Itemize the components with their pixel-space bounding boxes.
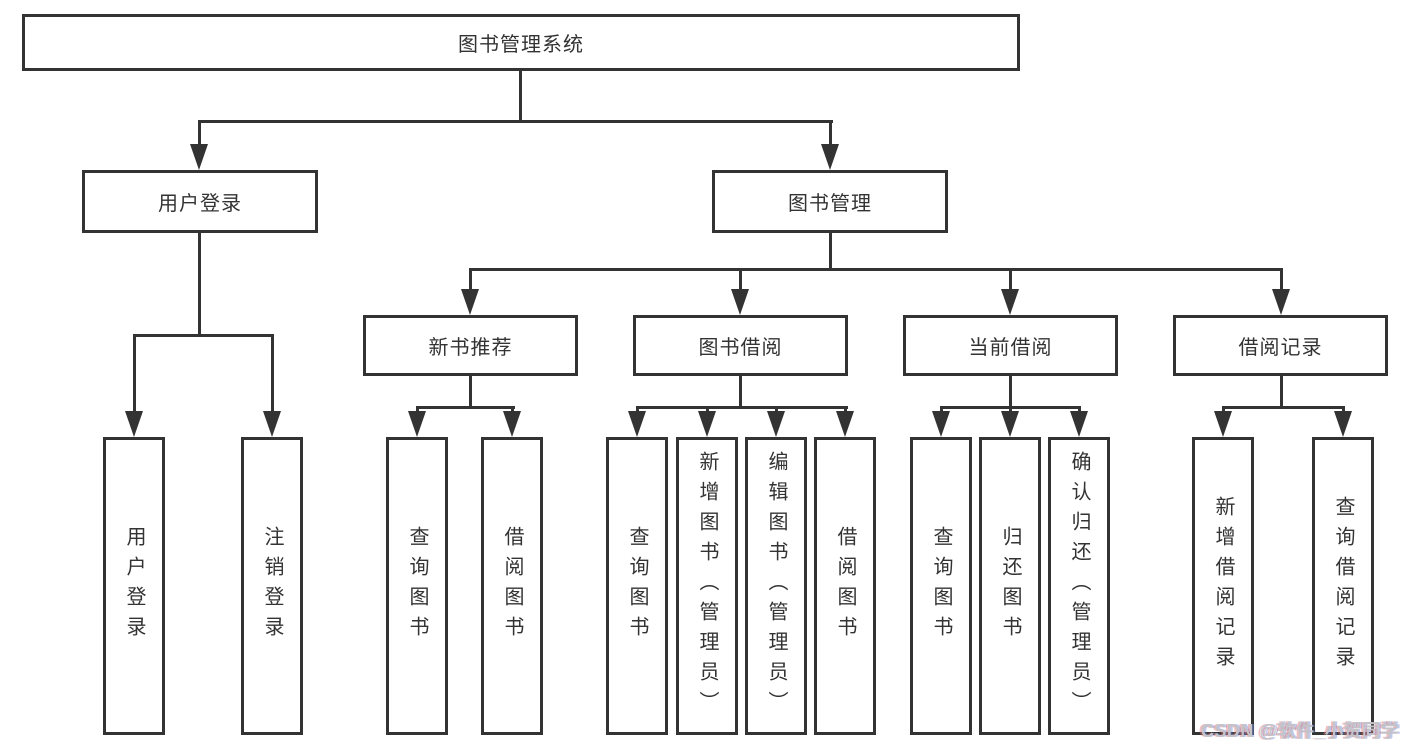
arrowhead-icon (1001, 289, 1019, 315)
leaf-label: 确认归还（管理员） (1068, 451, 1090, 721)
leaf-label: 查询借阅记录 (1332, 496, 1354, 676)
node-label: 借阅记录 (1238, 337, 1323, 359)
connector-line (198, 120, 833, 123)
connector-line (1009, 406, 1012, 414)
node-label: 图书管理 (788, 193, 872, 215)
connector-line (133, 334, 136, 413)
node-current-borrow: 当前借阅 (903, 315, 1118, 376)
connector-line (416, 406, 419, 414)
connector-line (844, 406, 847, 414)
leaf-borrow-book-recommend: 借阅图书 (481, 437, 543, 735)
leaf-label: 查询图书 (406, 526, 428, 646)
connector-line (511, 406, 514, 414)
connector-line (1222, 406, 1225, 414)
leaf-query-borrow-record: 查询借阅记录 (1312, 437, 1374, 735)
leaf-return-book: 归还图书 (979, 437, 1041, 735)
node-library-management-system: 图书管理系统 (22, 14, 1020, 71)
leaf-label: 查询图书 (930, 526, 952, 646)
leaf-label: 归还图书 (999, 526, 1021, 646)
arrowhead-icon (628, 411, 646, 437)
connector-line (1009, 268, 1012, 292)
leaf-edit-book-admin: 编辑图书（管理员） (745, 437, 807, 735)
arrowhead-icon (932, 411, 950, 437)
arrowhead-icon (263, 411, 281, 437)
arrowhead-icon (1272, 289, 1290, 315)
connector-line (469, 376, 472, 408)
connector-line (271, 334, 274, 413)
connector-line (1342, 406, 1345, 414)
leaf-confirm-return-admin: 确认归还（管理员） (1048, 437, 1110, 735)
csdn-watermark: CSDN @软件_小贺同学 (1200, 721, 1399, 741)
arrowhead-icon (1070, 411, 1088, 437)
connector-line (1009, 376, 1012, 408)
node-new-book-recommend: 新书推荐 (363, 315, 578, 376)
leaf-label: 新增图书（管理员） (696, 451, 718, 721)
connector-line (198, 120, 201, 146)
connector-line (519, 70, 522, 120)
arrowhead-icon (190, 144, 208, 170)
connector-line (636, 406, 848, 409)
arrowhead-icon (767, 411, 785, 437)
arrowhead-icon (125, 411, 143, 437)
connector-line (1280, 268, 1283, 292)
node-label: 用户登录 (158, 193, 242, 215)
leaf-label: 新增借阅记录 (1212, 496, 1234, 676)
connector-line (739, 376, 742, 408)
connector-line (469, 268, 472, 292)
leaf-user-login: 用户登录 (103, 437, 165, 735)
connector-line (829, 120, 832, 146)
connector-line (829, 233, 832, 270)
arrowhead-icon (503, 411, 521, 437)
node-label: 当前借阅 (968, 337, 1053, 359)
arrowhead-icon (836, 411, 854, 437)
arrowhead-icon (731, 289, 749, 315)
connector-line (739, 268, 742, 292)
leaf-query-book-current: 查询图书 (910, 437, 972, 735)
connector-line (706, 406, 709, 414)
arrowhead-icon (461, 289, 479, 315)
node-book-management: 图书管理 (712, 170, 948, 233)
leaf-add-book-admin: 新增图书（管理员） (676, 437, 738, 735)
connector-line (416, 406, 515, 409)
node-book-borrow: 图书借阅 (633, 315, 848, 376)
leaf-query-book-borrow: 查询图书 (606, 437, 668, 735)
connector-line (1280, 376, 1283, 408)
leaf-label: 编辑图书（管理员） (765, 451, 787, 721)
arrowhead-icon (698, 411, 716, 437)
arrowhead-icon (408, 411, 426, 437)
leaf-label: 借阅图书 (501, 526, 523, 646)
arrowhead-icon (1214, 411, 1232, 437)
connector-line (940, 406, 943, 414)
connector-line (198, 233, 201, 337)
node-user-login: 用户登录 (82, 170, 318, 233)
node-label: 图书管理系统 (458, 34, 584, 56)
connector-line (775, 406, 778, 414)
leaf-label: 借阅图书 (834, 526, 856, 646)
connector-line (469, 268, 1283, 271)
leaf-label: 注销登录 (261, 526, 283, 646)
leaf-logout: 注销登录 (241, 437, 303, 735)
arrowhead-icon (1334, 411, 1352, 437)
leaf-query-book-recommend: 查询图书 (386, 437, 448, 735)
node-label: 新书推荐 (428, 337, 513, 359)
leaf-add-borrow-record: 新增借阅记录 (1192, 437, 1254, 735)
leaf-label: 用户登录 (123, 526, 145, 646)
node-label: 图书借阅 (698, 337, 783, 359)
connector-line (1222, 406, 1344, 409)
arrowhead-icon (1001, 411, 1019, 437)
connector-line (636, 406, 639, 414)
leaf-label: 查询图书 (626, 526, 648, 646)
connector-line (1078, 406, 1081, 414)
leaf-borrow-book: 借阅图书 (814, 437, 876, 735)
node-borrow-records: 借阅记录 (1173, 315, 1388, 376)
arrowhead-icon (821, 144, 839, 170)
connector-line (133, 334, 274, 337)
